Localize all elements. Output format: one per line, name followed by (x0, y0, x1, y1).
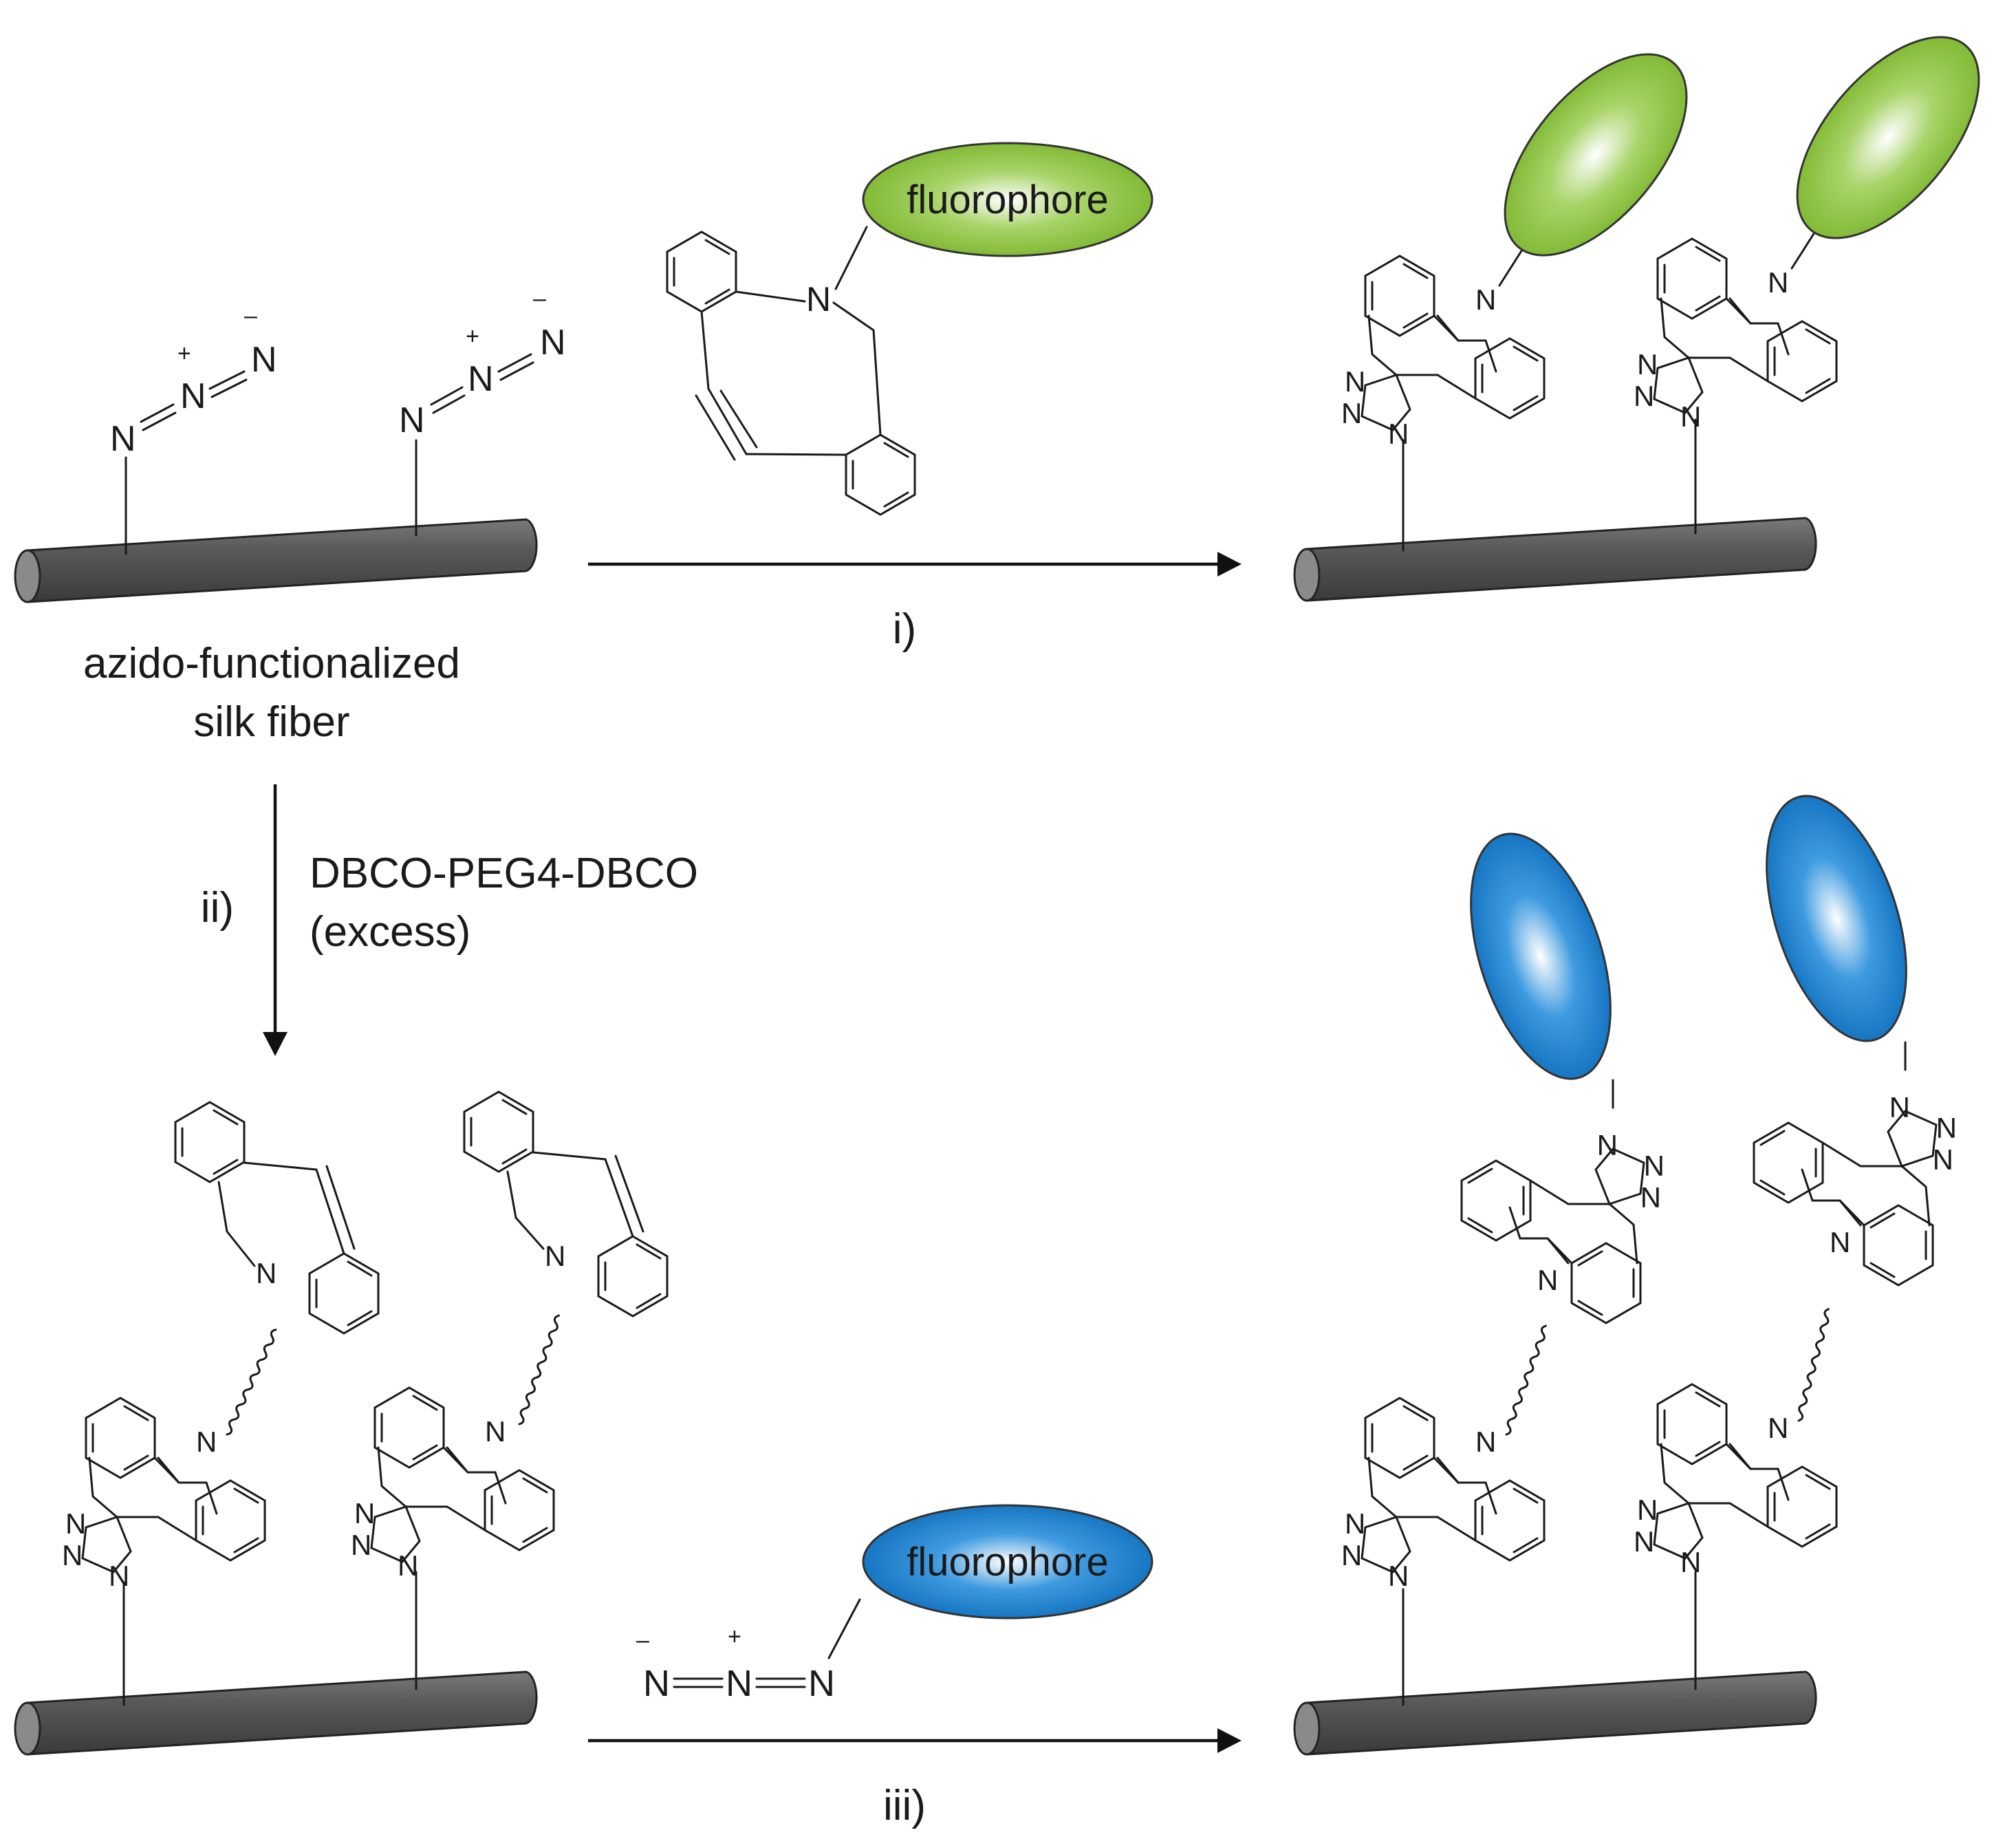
svg-text:+: + (466, 323, 479, 349)
fluorophore-blue-label: fluorophore (907, 1540, 1108, 1584)
svg-text:+: + (728, 1624, 741, 1650)
svg-text:–: – (244, 303, 257, 329)
step-iii-label: iii) (883, 1782, 926, 1829)
svg-text:N: N (1830, 1226, 1850, 1258)
blue-product: N N N N (1293, 795, 1957, 1756)
svg-text:–: – (636, 1627, 649, 1653)
svg-text:+: + (177, 341, 191, 367)
arrow-step-iii (588, 1728, 1242, 1753)
svg-text:N: N (1475, 1426, 1496, 1458)
svg-text:N: N (726, 1663, 752, 1704)
reagent-ii-line1: DBCO-PEG4-DBCO (310, 850, 698, 897)
fiber-caption-line2: silk fiber (193, 698, 349, 746)
svg-text:N: N (256, 1257, 277, 1289)
svg-text:N: N (180, 376, 206, 416)
step-ii-label: ii) (201, 884, 234, 932)
svg-text:N: N (468, 359, 494, 399)
svg-text:N: N (1768, 1412, 1788, 1444)
step-i-label: i) (893, 605, 916, 653)
azide-fluorophore-reagent: N – N + N fluorophore (636, 1504, 1153, 1704)
dbco-intermediate: N N N N (14, 1090, 669, 1756)
azido-fiber-start: N N + N – N N + N – (14, 286, 566, 603)
svg-text:N: N (1768, 266, 1788, 299)
fluorophore-green-label: fluorophore (907, 178, 1108, 222)
svg-text:N: N (1475, 283, 1496, 316)
svg-text:N: N (643, 1663, 670, 1704)
arrow-step-i (588, 552, 1242, 577)
svg-text:N: N (806, 280, 831, 319)
dbco-fluorophore-reagent: N fluorophore (666, 142, 1153, 516)
arrow-step-ii (263, 784, 288, 1056)
reagent-ii-line2: (excess) (310, 908, 470, 956)
svg-text:N: N (110, 419, 136, 459)
svg-text:N: N (399, 400, 425, 440)
svg-text:N: N (251, 340, 277, 380)
svg-text:N: N (540, 323, 566, 363)
svg-text:N: N (1537, 1264, 1558, 1296)
green-product: N N (1293, 36, 1980, 602)
svg-text:N: N (196, 1426, 217, 1458)
svg-text:N: N (485, 1415, 506, 1448)
svg-text:–: – (533, 286, 546, 312)
svg-text:N: N (545, 1240, 565, 1272)
svg-text:N: N (808, 1663, 835, 1704)
fiber-caption-line1: azido-functionalized (83, 640, 460, 687)
